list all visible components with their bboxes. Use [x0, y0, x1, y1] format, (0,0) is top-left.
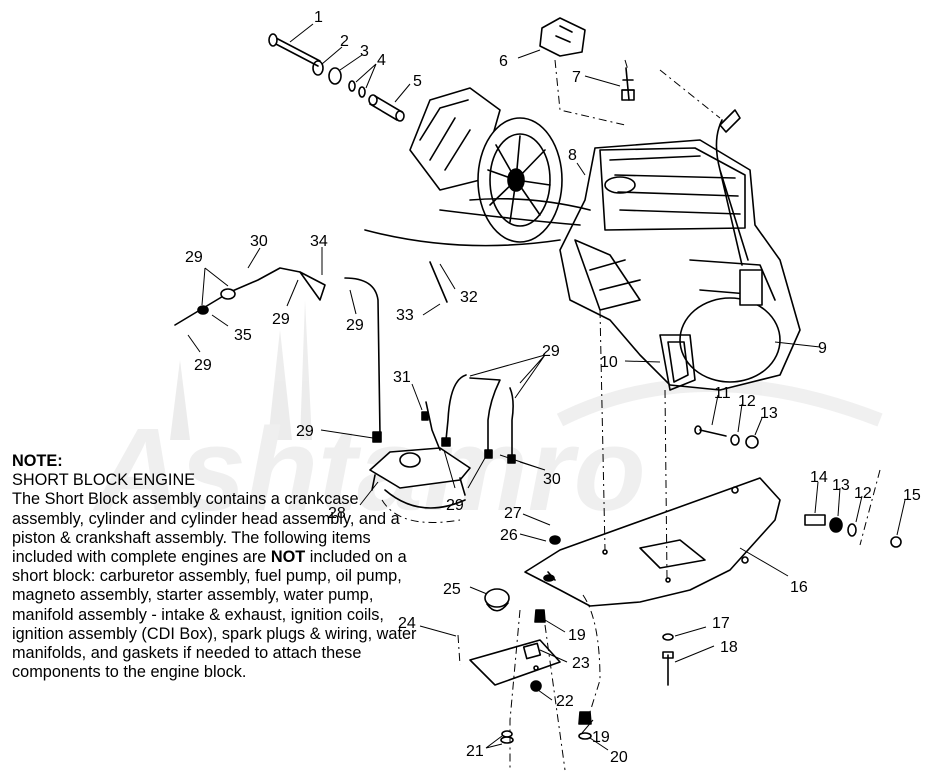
- bracket-part: [469, 639, 561, 686]
- callout-25: 25: [443, 581, 461, 598]
- callout-30b: 30: [543, 471, 561, 488]
- callout-20: 20: [610, 749, 628, 766]
- note-body-text-end: included on a short block: carburetor as…: [12, 548, 417, 682]
- washer-part: [312, 60, 324, 76]
- callout-29g: 29: [446, 497, 464, 514]
- callout-13a: 13: [760, 405, 778, 422]
- note-body-text: The Short Block assembly contains a cran…: [12, 490, 400, 567]
- callout-10: 10: [600, 354, 618, 371]
- callout-24: 24: [398, 615, 416, 632]
- callout-18: 18: [720, 639, 738, 656]
- washer-part: [358, 86, 366, 98]
- callout-28: 28: [328, 505, 346, 522]
- note-body: The Short Block assembly contains a cran…: [12, 490, 422, 682]
- washer-part: [328, 67, 342, 85]
- callout-6: 6: [499, 53, 508, 70]
- callout-15: 15: [903, 487, 921, 504]
- rod-part: [429, 261, 448, 303]
- short-block-note: NOTE: SHORT BLOCK ENGINE The Short Block…: [12, 452, 422, 682]
- note-heading: NOTE:: [12, 452, 63, 470]
- callout-34: 34: [310, 233, 328, 250]
- callout-12a: 12: [738, 393, 756, 410]
- fuel-line-part: [174, 267, 382, 443]
- callout-9: 9: [818, 340, 827, 357]
- callout-21: 21: [466, 743, 484, 760]
- washer-part: [348, 80, 356, 92]
- callout-7: 7: [572, 69, 581, 86]
- bolt-part: [268, 33, 321, 67]
- callout-27: 27: [504, 505, 522, 522]
- callout-29f: 29: [542, 343, 560, 360]
- callout-29c: 29: [346, 317, 364, 334]
- bolt-part: [662, 633, 674, 686]
- callout-23: 23: [572, 655, 590, 672]
- drive-clutch-part: [409, 87, 563, 243]
- rubber-mount-part: [534, 609, 592, 725]
- callout-30a: 30: [250, 233, 268, 250]
- callout-19a: 19: [568, 627, 586, 644]
- callout-13b: 13: [832, 477, 850, 494]
- callout-32: 32: [460, 289, 478, 306]
- callout-33: 33: [396, 307, 414, 324]
- mount-cap-part: [484, 588, 510, 612]
- callout-31: 31: [393, 369, 411, 386]
- callout-5: 5: [413, 73, 422, 90]
- fuel-pump-part: [369, 447, 471, 509]
- watermark: Ashtamro: [92, 300, 883, 536]
- callout-4: 4: [377, 52, 386, 69]
- callout-3: 3: [360, 43, 369, 60]
- callout-26: 26: [500, 527, 518, 544]
- callout-19b: 19: [592, 729, 610, 746]
- engine-block-part: [559, 139, 801, 391]
- callout-29b: 29: [272, 311, 290, 328]
- cap-part: [539, 17, 586, 57]
- gasket-part: [659, 334, 696, 391]
- note-title: SHORT BLOCK ENGINE: [12, 471, 196, 490]
- spark-plug-part: [621, 67, 635, 101]
- spacer-part: [368, 94, 405, 122]
- watermark-text: Ashtamro: [92, 404, 646, 536]
- callout-1: 1: [314, 9, 323, 26]
- callout-29d: 29: [194, 357, 212, 374]
- callout-11: 11: [714, 385, 731, 402]
- callout-29a: 29: [185, 249, 203, 266]
- callout-29e: 29: [296, 423, 314, 440]
- throttle-cable-part: [364, 197, 591, 247]
- callout-16: 16: [790, 579, 808, 596]
- fastener-part: [694, 425, 902, 548]
- callout-8: 8: [568, 147, 577, 164]
- callout-2: 2: [340, 33, 349, 50]
- note-emphasis: NOT: [270, 548, 306, 567]
- callout-22: 22: [556, 693, 574, 710]
- callout-labels: 1 2 3 4 5 6 7 8 9 10 11 12 13 14 13 12 1…: [185, 9, 921, 766]
- callout-14: 14: [810, 469, 828, 486]
- callout-35: 35: [234, 327, 252, 344]
- callout-17: 17: [712, 615, 730, 632]
- callout-12b: 12: [854, 485, 872, 502]
